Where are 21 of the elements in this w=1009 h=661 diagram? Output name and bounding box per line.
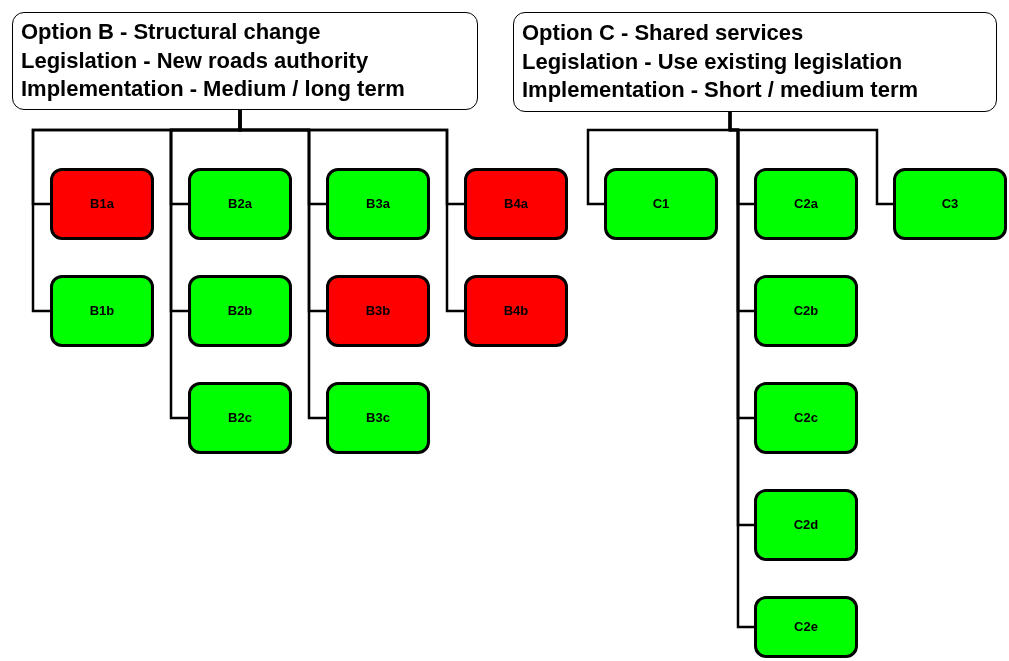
option-item-box: C2e [754,596,858,658]
option-item-box: C3 [893,168,1007,240]
option-box: Option B - Structural change Legislation - New roads authority Implementation - Medium / long term [12,12,478,110]
option-item-box: B2c [188,382,292,454]
option-item-box: B3a [326,168,430,240]
option-item-box: B2b [188,275,292,347]
option-item-box: C2a [754,168,858,240]
option-item-box: B1a [50,168,154,240]
option-item-box: B4b [464,275,568,347]
option-item-box: B2a [188,168,292,240]
option-item-box: C2b [754,275,858,347]
connector-line [238,110,464,313]
option-item-box: B3b [326,275,430,347]
option-box: Option C - Shared services Legislation - Use existing legislation Implementation - Short / medium term [513,12,997,112]
option-item-box: C1 [604,168,718,240]
option-item-box: B1b [50,275,154,347]
option-item-box: B3c [326,382,430,454]
option-item-box: C2d [754,489,858,561]
connector-line [728,112,893,206]
option-item-box: B4a [464,168,568,240]
option-item-box: C2c [754,382,858,454]
